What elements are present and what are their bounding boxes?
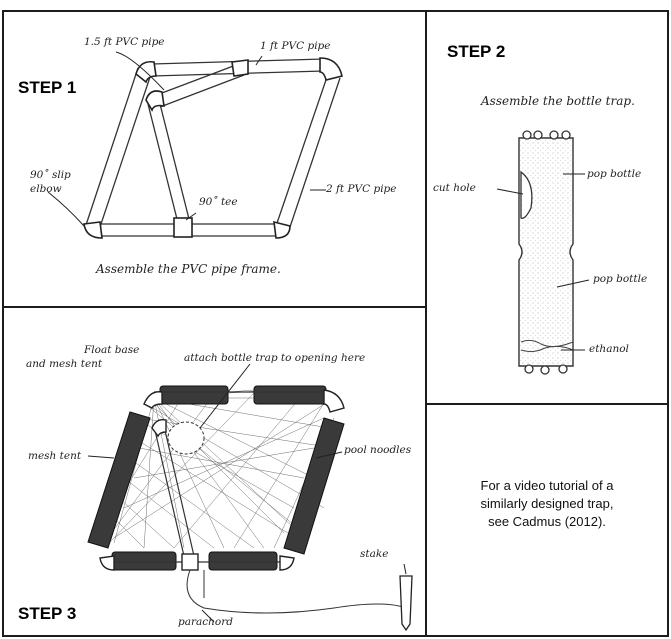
note-panel: For a video tutorial of a similarly desi… bbox=[425, 403, 669, 637]
label-float-base-1: Float base bbox=[84, 344, 140, 356]
bottle-trap-drawing bbox=[496, 130, 590, 375]
label-tee: 90˚ tee bbox=[199, 196, 238, 208]
connector-top bbox=[231, 59, 249, 77]
note-line-3: see Cadmus (2012). bbox=[488, 514, 606, 529]
step1-caption: Assemble the PVC pipe frame. bbox=[96, 262, 281, 276]
label-pool-noodles: pool noodles bbox=[344, 444, 412, 456]
label-parachord: parachord bbox=[178, 616, 233, 628]
label-mesh-tent: mesh tent bbox=[28, 450, 82, 462]
video-tutorial-note: For a video tutorial of a similarly desi… bbox=[427, 477, 667, 531]
tee-joint bbox=[173, 217, 193, 238]
noodle-top-left bbox=[159, 385, 229, 405]
label-ethanol: ethanol bbox=[589, 343, 629, 355]
elbow-bottom-right bbox=[273, 220, 291, 239]
cut-hole bbox=[520, 170, 533, 219]
noodle-bottom-right bbox=[208, 551, 278, 571]
label-cut-hole: cut hole bbox=[433, 182, 476, 194]
float-base-drawing bbox=[87, 363, 413, 632]
noodle-bottom-left bbox=[111, 551, 177, 571]
label-float-base-2: and mesh tent bbox=[26, 358, 103, 370]
label-stake: stake bbox=[360, 548, 389, 560]
label-pop-bottle-top: pop bottle bbox=[587, 168, 642, 180]
step2-caption: Assemble the bottle trap. bbox=[481, 94, 635, 108]
bottle-body bbox=[518, 137, 574, 367]
noodle-right bbox=[283, 417, 345, 555]
parachord-line bbox=[186, 569, 407, 614]
step1-title: STEP 1 bbox=[18, 78, 77, 97]
step2-panel: STEP 2 Assemble the bottle trap. bbox=[425, 10, 669, 405]
label-elbow: 90˚ slip elbow bbox=[30, 169, 71, 195]
label-pop-bottle-bottom: pop bottle bbox=[593, 273, 648, 285]
stake-icon bbox=[399, 575, 413, 632]
note-line-1: For a video tutorial of a bbox=[480, 478, 614, 493]
label-pipe-1-5ft: 1.5 ft PVC pipe bbox=[84, 36, 165, 48]
elbow-inner bbox=[145, 90, 165, 112]
noodle-left bbox=[87, 411, 151, 549]
elbow-top-right bbox=[319, 57, 343, 81]
step3-panel: STEP 3 bbox=[2, 306, 427, 637]
step2-title: STEP 2 bbox=[447, 42, 506, 61]
step3-title: STEP 3 bbox=[18, 604, 77, 623]
label-pipe-2ft: 2 ft PVC pipe bbox=[326, 183, 397, 195]
noodle-top-right bbox=[253, 385, 327, 405]
note-line-2: similarly designed trap, bbox=[480, 496, 614, 511]
elbow-bottom-left bbox=[83, 221, 103, 239]
trap-opening bbox=[167, 421, 205, 455]
label-attach-trap: attach bottle trap to opening here bbox=[184, 352, 366, 364]
pvc-frame-drawing bbox=[47, 51, 343, 239]
label-pipe-1ft: 1 ft PVC pipe bbox=[260, 40, 331, 52]
step1-panel: STEP 1 bbox=[2, 10, 427, 308]
